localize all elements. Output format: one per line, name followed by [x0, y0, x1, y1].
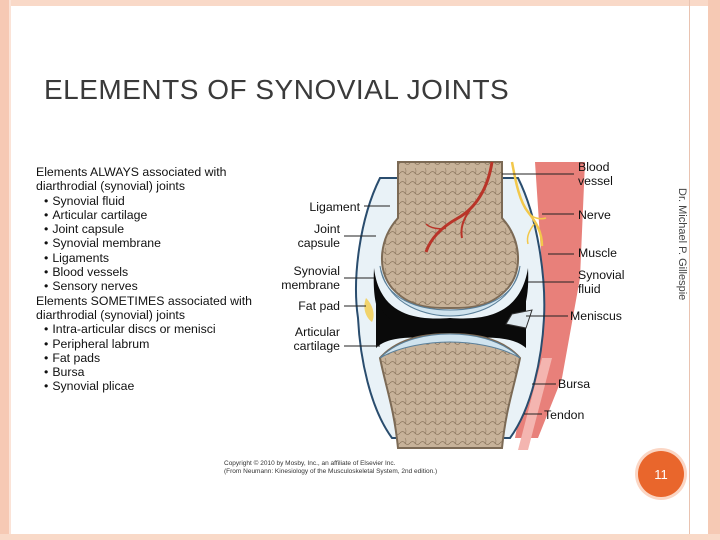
label-muscle: Muscle: [578, 246, 617, 260]
sometimes-item: Bursa: [36, 365, 276, 379]
frame-right: [708, 0, 720, 540]
label-ligament: Ligament: [309, 200, 360, 214]
frame-bottom: [0, 534, 720, 540]
sometimes-item: Synovial plicae: [36, 379, 276, 393]
always-item: Blood vessels: [36, 265, 276, 279]
frame-left: [0, 0, 9, 540]
always-header: Elements ALWAYS associated with diarthro…: [36, 165, 227, 194]
synovial-joint-diagram: Ligament Joint capsule Synovial membrane…: [280, 158, 630, 458]
label-synovial-fluid: Synovial fluid: [578, 268, 625, 296]
meniscus-shape: [505, 309, 533, 329]
always-item: Synovial membrane: [36, 236, 276, 250]
fat-pad-shape: [364, 298, 374, 322]
sometimes-item: Fat pads: [36, 351, 276, 365]
page-number-badge: 11: [638, 451, 684, 497]
label-meniscus: Meniscus: [570, 309, 622, 323]
slide-title: ELEMENTS OF SYNOVIAL JOINTS: [44, 74, 510, 105]
label-bursa: Bursa: [558, 377, 591, 391]
upper-cartilage-shape: [379, 265, 521, 317]
lower-bone-shape: [378, 332, 522, 449]
sometimes-item: Intra-articular discs or menisci: [36, 322, 276, 336]
elements-list: Elements ALWAYS associated with diarthro…: [36, 165, 276, 394]
copyright-line-2: (From Neumann: Kinesiology of the Muscul…: [224, 468, 438, 475]
upper-bone-shape: [381, 161, 519, 310]
leader-lines-right: [502, 173, 574, 415]
label-nerve: Nerve: [578, 208, 611, 222]
label-synovial-membrane: Synovial membrane: [281, 264, 340, 292]
lower-cartilage-shape: [379, 333, 521, 359]
sometimes-header: Elements SOMETIMES associated with diart…: [36, 293, 252, 322]
always-item: Synovial fluid: [36, 194, 276, 208]
label-articular-cartilage: Articular cartilage: [293, 325, 340, 353]
always-item: Articular cartilage: [36, 208, 276, 222]
copyright-note: Copyright © 2010 by Mosby, Inc., an affi…: [224, 460, 484, 476]
always-item: Ligaments: [36, 251, 276, 265]
leader-lines-left: [344, 205, 390, 347]
frame-left-inner: [9, 0, 11, 540]
joint-illustration: [344, 161, 585, 450]
tendon-shape: [518, 358, 552, 450]
sometimes-item: Peripheral labrum: [36, 337, 276, 351]
synovial-space-lower: [376, 298, 526, 348]
blood-vessel-shape: [424, 161, 494, 253]
label-blood-vessel: Blood vessel: [578, 160, 613, 188]
label-fat-pad: Fat pad: [298, 299, 340, 313]
label-joint-capsule: Joint capsule: [297, 222, 340, 250]
frame-right-line: [689, 0, 690, 540]
author-credit: Dr. Michael P. Gillespie: [676, 188, 688, 301]
always-item: Sensory nerves: [36, 279, 276, 293]
label-tendon: Tendon: [544, 408, 585, 422]
always-item: Joint capsule: [36, 222, 276, 236]
copyright-line-1: Copyright © 2010 by Mosby, Inc., an affi…: [224, 460, 396, 467]
frame-top: [0, 0, 720, 6]
